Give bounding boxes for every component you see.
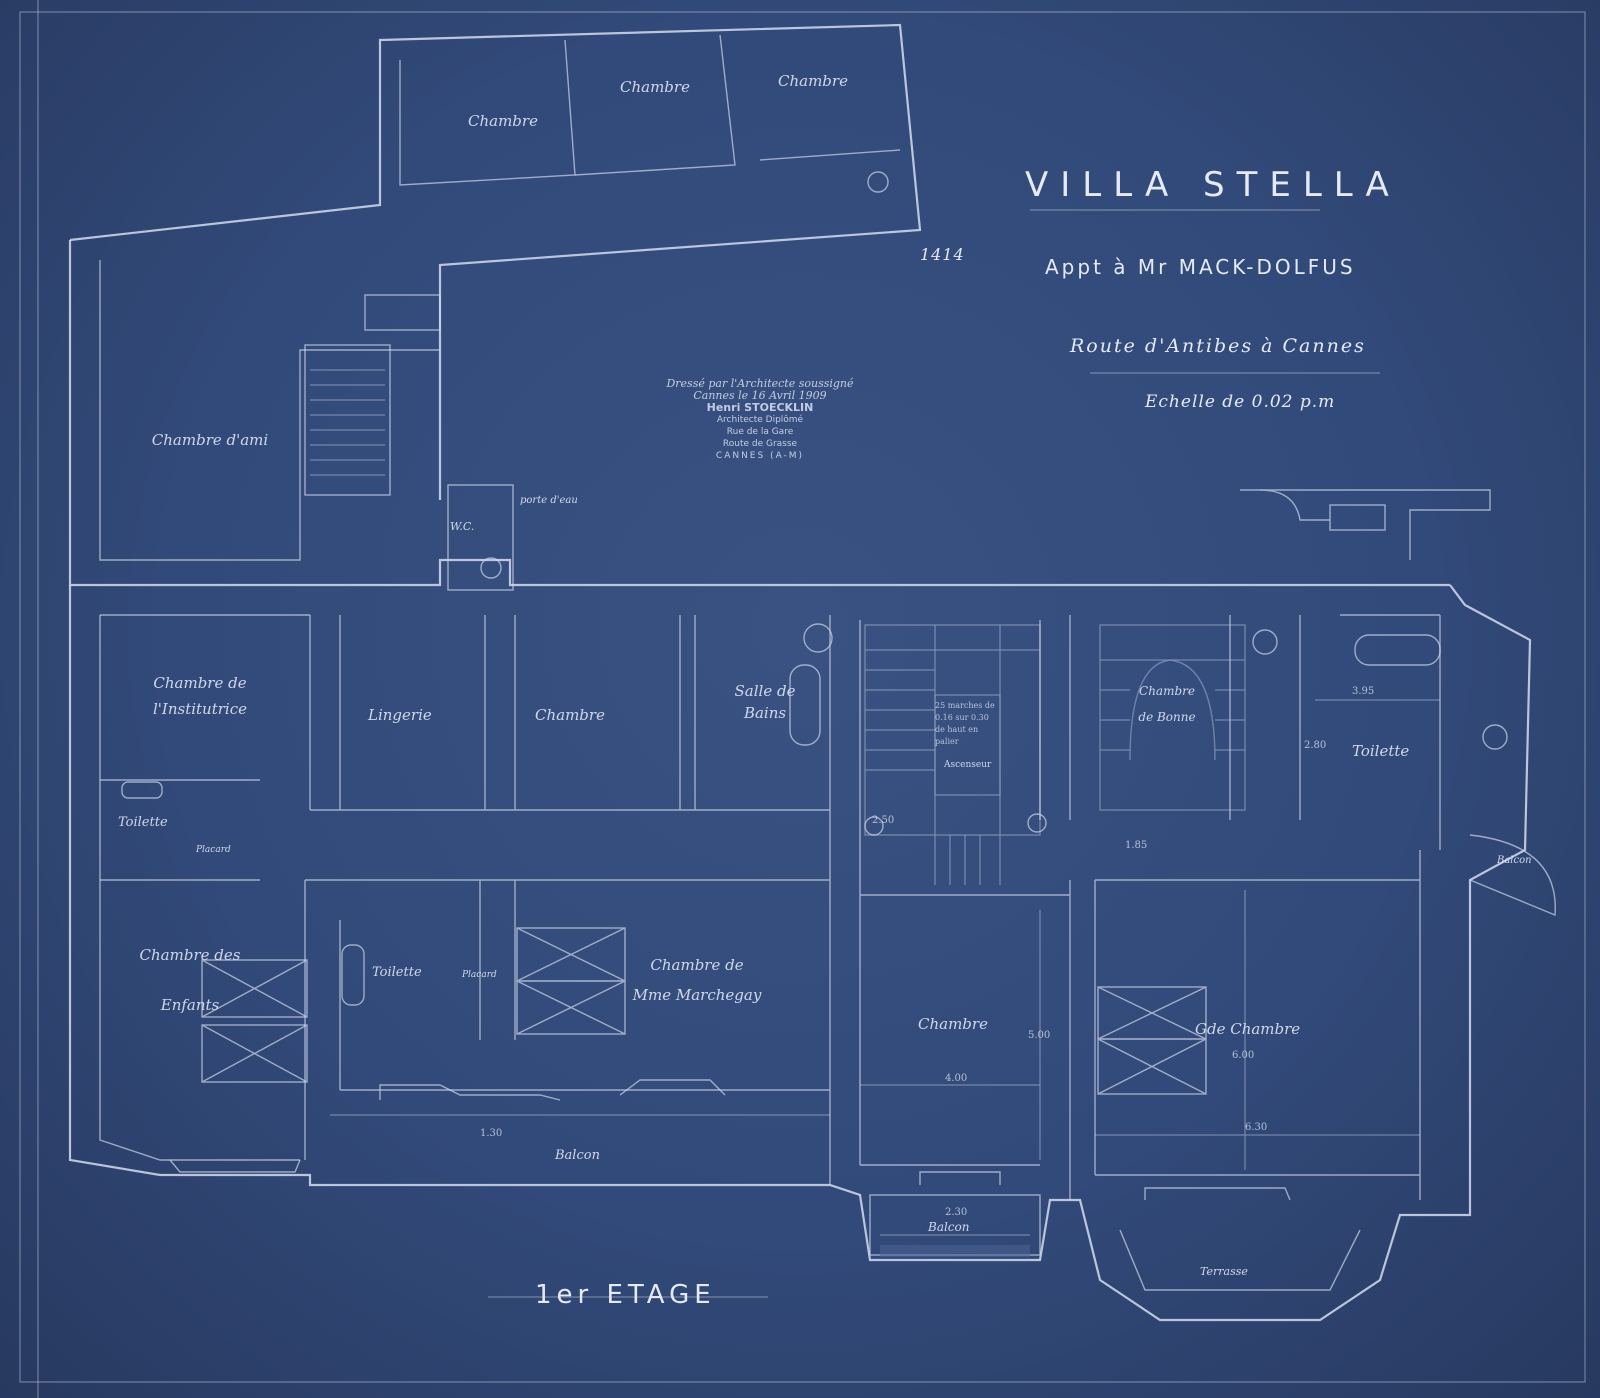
balconies (330, 834, 1556, 1291)
room-label: Chambre (620, 78, 690, 96)
room-label: Toilette (372, 965, 422, 980)
title-rules (488, 209, 1380, 1298)
villa-title: VILLA STELLA (1025, 165, 1401, 205)
stamp-line2: Cannes le 16 Avril 1909 (693, 389, 827, 402)
room-label: porte d'eau (520, 495, 578, 506)
sheet-border (19, 11, 1586, 1383)
service-stair (1099, 624, 1246, 811)
stamp-city: CANNES (A-M) (715, 451, 805, 461)
stamp-line6: Route de Grasse (722, 439, 798, 449)
dimension-label: 6.00 (1232, 1050, 1255, 1061)
dimension-label: 2.80 (1304, 740, 1327, 751)
dimension-lines (860, 699, 1440, 1236)
room-label: Placard (196, 845, 231, 855)
room-label: Terrasse (1200, 1265, 1248, 1278)
stamp-line1: Dressé par l'Architecte soussigné (666, 377, 854, 390)
dimension-label: 3.95 (1352, 686, 1375, 697)
room-label: Chambre des Enfants (139, 946, 241, 1014)
upper-wing (68, 23, 1450, 591)
address-line: Route d'Antibes à Cannes (1070, 335, 1366, 357)
room-label: Placard (462, 970, 497, 980)
interior-walls (100, 614, 1441, 1200)
windows (169, 1079, 1291, 1201)
section-detail (1240, 489, 1491, 560)
beds (201, 927, 1207, 1095)
room-label: Chambre de l'Institutrice (153, 674, 247, 718)
main-floor-outline (68, 584, 1532, 1322)
room-label: Toilette (1352, 742, 1410, 760)
scale-note: Echelle de 0.02 p.m (1145, 392, 1336, 412)
dimension-label: 2.50 (872, 815, 895, 826)
room-label: Salle de Bains (734, 682, 796, 722)
room-label: Chambre de Mme Marchegay (632, 956, 762, 1004)
dimension-label: 5.00 (1028, 1030, 1051, 1041)
sheet-number: 1414 (920, 245, 965, 264)
dimension-label: 6.30 (1245, 1122, 1268, 1133)
room-label: Chambre (468, 112, 538, 130)
room-label: Balcon (928, 1220, 970, 1234)
owner-subtitle: Appt à Mr MACK-DOLFUS (1045, 255, 1356, 279)
room-label: Gde Chambre (1195, 1020, 1301, 1038)
room-label: Toilette (118, 815, 168, 830)
dimension-label: 1.85 (1125, 840, 1148, 851)
room-label: Chambre de Bonne (1138, 684, 1196, 724)
central-stair (864, 624, 1041, 885)
room-label: Ascenseur (944, 760, 992, 770)
room-label: Balcon (1497, 855, 1532, 866)
room-label: Chambre (535, 706, 605, 724)
stamp-name: Henri STOECKLIN (706, 401, 814, 414)
architect-stamp: Dressé par l'Architecte soussigné Cannes… (640, 378, 880, 462)
fixtures (121, 623, 1508, 1006)
stamp-line5: Rue de la Gare (726, 427, 794, 437)
stair-note: 25 marches de 0.16 sur 0.30 de haut en p… (935, 701, 995, 746)
room-label: W.C. (450, 520, 475, 533)
room-label: Chambre (918, 1015, 988, 1033)
room-label: Chambre (778, 72, 848, 90)
floor-label: 1er ETAGE (535, 1280, 716, 1310)
dimension-label: 1.30 (480, 1128, 503, 1139)
room-label: Lingerie (368, 706, 432, 724)
room-label: Chambre d'ami (151, 431, 269, 449)
dimension-label: 2.30 (945, 1207, 968, 1218)
room-label: Balcon (555, 1148, 600, 1163)
stamp-role: Architecte Diplômé (716, 415, 804, 425)
dimension-label: 4.00 (945, 1073, 968, 1084)
